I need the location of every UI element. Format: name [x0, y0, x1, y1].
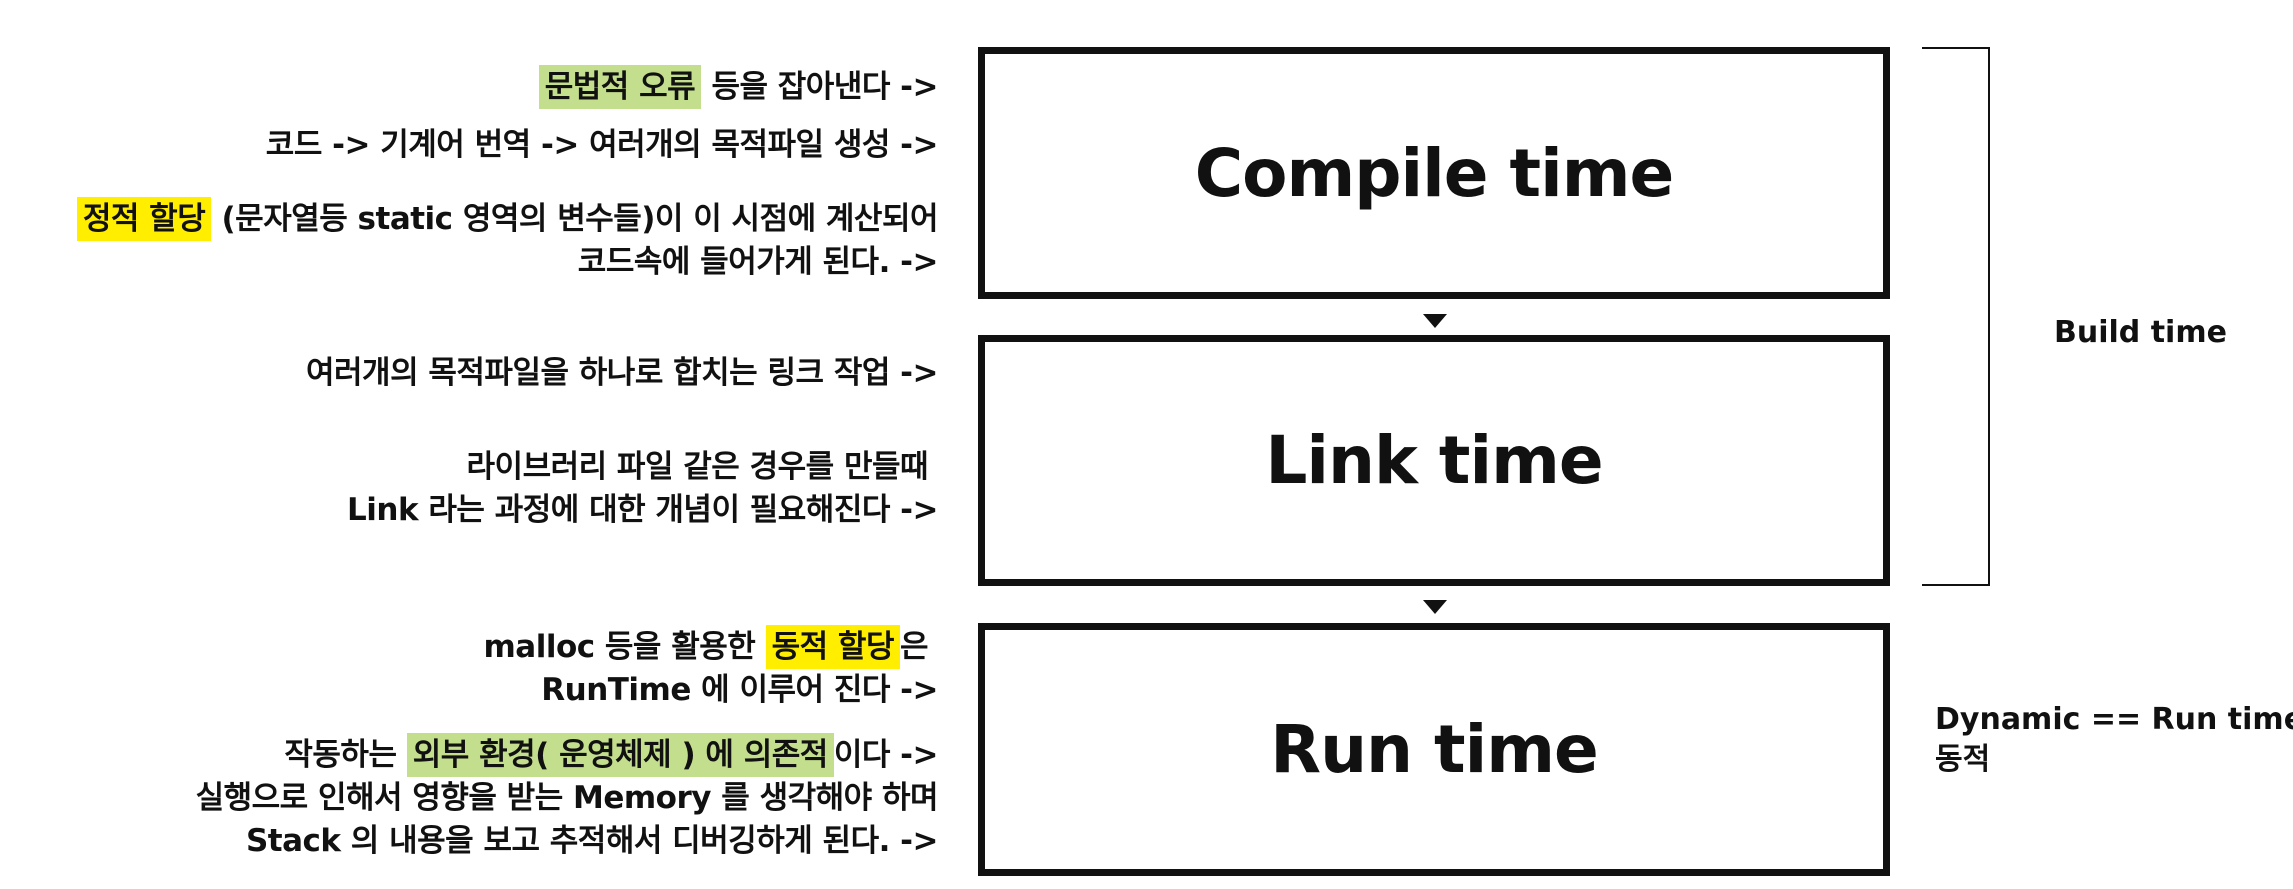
note-link-work: 여러개의 목적파일을 하나로 합치는 링크 작업 -> [306, 352, 938, 395]
note-text: (문자열등 static 영역의 변수들)이 이 시점에 계산되어 [211, 201, 939, 237]
stage-run-time: Run time [978, 623, 1890, 876]
highlight-syntax-error: 문법적 오류 [538, 65, 702, 109]
dynamic-label-line: Dynamic == Run time [1935, 702, 2293, 737]
stage-title: Run time [1270, 711, 1598, 788]
build-time-label: Build time [2054, 315, 2227, 350]
note-code-translation: 코드 -> 기계어 번역 -> 여러개의 목적파일 생성 -> [265, 124, 939, 167]
note-line: 정적 할당 (문자열등 static 영역의 변수들)이 이 시점에 계산되어 [76, 197, 939, 241]
note-text: malloc 등을 활용한 [483, 629, 766, 665]
note-text: 코드 -> 기계어 번역 -> 여러개의 목적파일 생성 -> [265, 127, 939, 163]
highlight-dynamic-allocation: 동적 할당 [765, 625, 900, 669]
note-text: 작동하는 [284, 737, 407, 773]
stage-title: Compile time [1194, 134, 1674, 212]
note-text: 등을 잡아낸다 -> [701, 69, 938, 105]
note-text: 은 [899, 629, 929, 665]
down-arrow-icon [1423, 314, 1447, 328]
dynamic-label-line: 동적 [1935, 742, 1991, 777]
dynamic-label: Dynamic == Run time 동적 [1935, 700, 2293, 780]
note-text: 여러개의 목적파일을 하나로 합치는 링크 작업 -> [306, 355, 938, 391]
highlight-static-allocation: 정적 할당 [76, 197, 212, 241]
note-line: 라이브러리 파일 같은 경우를 만들때 [466, 449, 929, 485]
note-line: 실행으로 인해서 영향을 받는 Memory 를 생각해야 하며 [195, 780, 939, 816]
note-static-allocation: 정적 할당 (문자열등 static 영역의 변수들)이 이 시점에 계산되어 … [76, 197, 939, 284]
note-text: 이다 -> [833, 737, 939, 773]
down-arrow-icon [1423, 600, 1447, 614]
highlight-external-environment: 외부 환경( 운영체제 ) 에 의존적 [406, 733, 834, 777]
note-syntax-errors: 문법적 오류 등을 잡아낸다 -> [538, 65, 938, 109]
note-line: RunTime 에 이루어 진다 -> [541, 672, 938, 708]
note-line: 코드속에 들어가게 된다. -> [577, 244, 939, 280]
build-time-bracket [1922, 47, 1990, 586]
stage-compile-time: Compile time [978, 47, 1890, 299]
note-line: Stack 의 내용을 보고 추적해서 디버깅하게 된다. -> [245, 823, 939, 859]
stage-link-time: Link time [978, 335, 1890, 586]
stage-title: Link time [1265, 422, 1603, 499]
note-line: Link 라는 과정에 대한 개념이 필요해진다 -> [347, 492, 938, 528]
note-library-link: 라이브러리 파일 같은 경우를 만들때 Link 라는 과정에 대한 개념이 필… [347, 446, 938, 532]
